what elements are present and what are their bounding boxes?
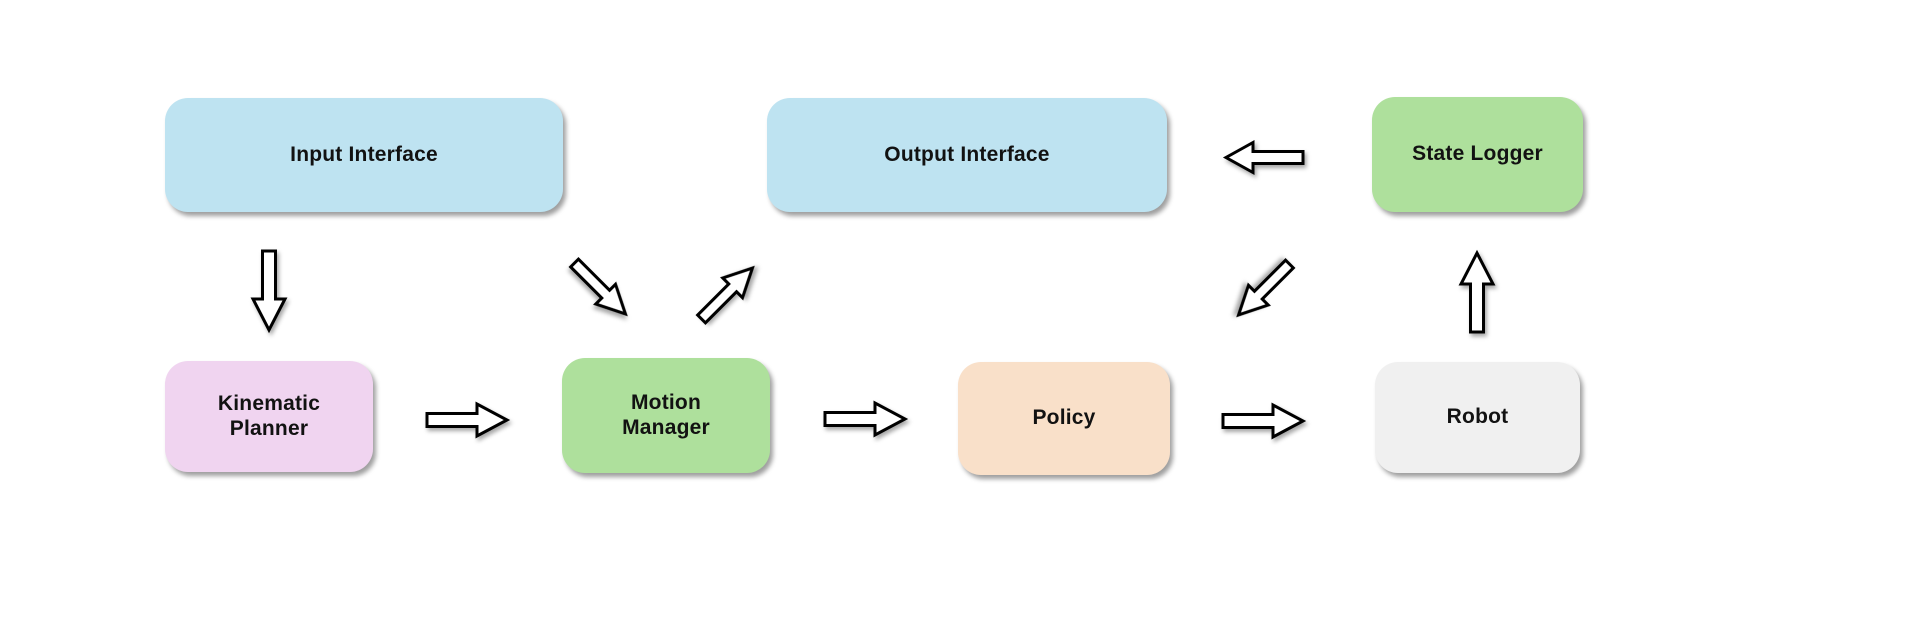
node-state-logger-label: State Logger xyxy=(1412,142,1543,166)
arrow-statelogger-to-policy-diagonal-icon xyxy=(1225,251,1302,328)
arrow-input-to-kinematic-down-icon xyxy=(250,249,288,334)
node-motion-manager: Motion Manager xyxy=(562,358,770,473)
node-robot-label: Robot xyxy=(1446,405,1509,429)
arrow-statelogger-to-output-left-icon xyxy=(1222,139,1305,176)
arrow-kinematic-to-motion-right-icon xyxy=(425,401,511,439)
node-input-interface: Input Interface xyxy=(165,98,563,212)
node-kinematic-planner: Kinematic Planner xyxy=(165,361,373,472)
node-robot: Robot xyxy=(1375,362,1580,473)
arrow-motion-to-output-diagonal-icon xyxy=(688,255,765,332)
node-motion-manager-label: Motion Manager xyxy=(622,390,710,439)
node-input-interface-label: Input Interface xyxy=(290,142,438,166)
node-kinematic-planner-label: Kinematic Planner xyxy=(217,391,321,440)
arrow-input-to-motion-diagonal-icon xyxy=(561,250,638,327)
node-output-interface-label: Output Interface xyxy=(884,142,1050,166)
arrow-motion-to-policy-right-icon xyxy=(823,400,909,438)
node-output-interface: Output Interface xyxy=(767,98,1167,212)
node-state-logger: State Logger xyxy=(1372,97,1583,212)
node-policy-label: Policy xyxy=(1032,406,1096,430)
node-policy: Policy xyxy=(958,362,1170,475)
arrow-policy-to-robot-right-icon xyxy=(1221,402,1307,440)
arrow-robot-to-statelogger-up-icon xyxy=(1458,249,1496,334)
